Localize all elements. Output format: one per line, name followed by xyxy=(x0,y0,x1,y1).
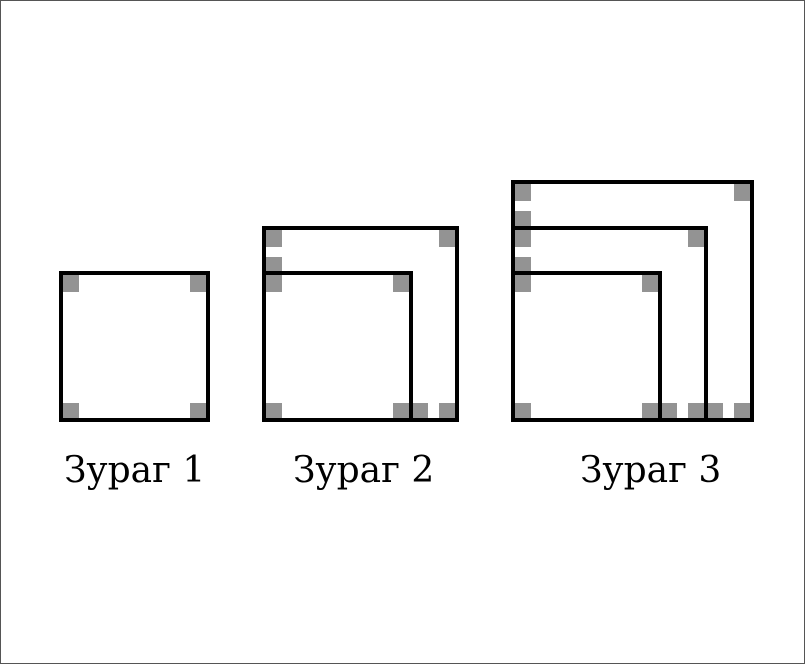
figure-3-marker-9 xyxy=(688,403,705,420)
figure-2-marker-3 xyxy=(265,403,282,420)
figure-3-marker-4 xyxy=(642,403,659,420)
figure-3-marker-2 xyxy=(642,275,659,292)
figure-3-marker-11 xyxy=(514,211,531,228)
figure-3-marker-12 xyxy=(734,184,751,201)
figure-2-marker-2 xyxy=(393,275,410,292)
figure-1-marker-4 xyxy=(190,403,207,420)
figure-1-caption: Зураг 1 xyxy=(64,450,206,491)
figure-2-caption: Зураг 2 xyxy=(293,450,435,491)
figure-3 xyxy=(511,180,754,422)
figure-2 xyxy=(262,226,459,422)
figure-2-marker-1 xyxy=(265,275,282,292)
figure-2-square-1 xyxy=(262,271,413,422)
figure-1-marker-3 xyxy=(62,403,79,420)
figure-3-marker-13 xyxy=(706,403,723,420)
figure-3-square-1 xyxy=(511,271,662,422)
figure-2-marker-5 xyxy=(265,230,282,247)
figure-2-marker-9 xyxy=(439,403,456,420)
figure-3-marker-3 xyxy=(514,403,531,420)
figure-1 xyxy=(59,271,210,422)
figure-2-marker-6 xyxy=(265,257,282,274)
figure-3-marker-8 xyxy=(660,403,677,420)
figure-3-marker-10 xyxy=(514,184,531,201)
figure-3-marker-6 xyxy=(514,257,531,274)
figure-1-marker-1 xyxy=(62,275,79,292)
figure-3-marker-1 xyxy=(514,275,531,292)
figure-3-marker-5 xyxy=(514,230,531,247)
figure-3-caption: Зураг 3 xyxy=(580,450,722,491)
figure-2-marker-8 xyxy=(411,403,428,420)
figure-1-square-1 xyxy=(59,271,210,422)
figure-3-square-2 xyxy=(511,226,708,422)
figure-2-marker-7 xyxy=(439,230,456,247)
figure-3-marker-7 xyxy=(688,230,705,247)
figure-1-marker-2 xyxy=(190,275,207,292)
figure-2-square-2 xyxy=(262,226,459,422)
figure-2-marker-4 xyxy=(393,403,410,420)
figure-3-marker-14 xyxy=(734,403,751,420)
figure-3-square-3 xyxy=(511,180,754,422)
